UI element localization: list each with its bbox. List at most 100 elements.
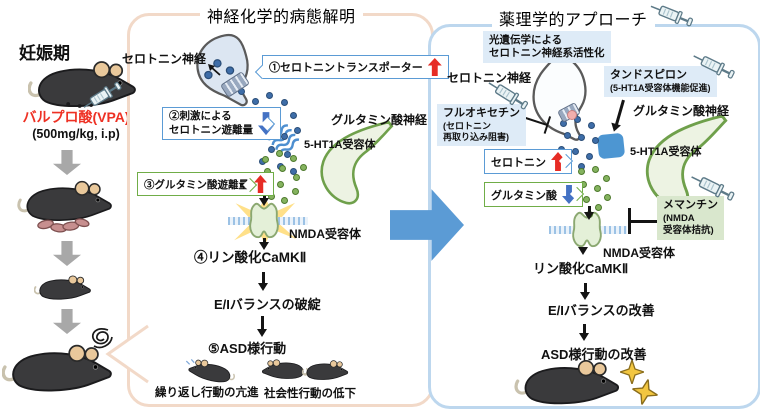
neurotransmitter-dot	[277, 181, 284, 188]
neurotransmitter-dot	[284, 151, 291, 158]
neurotransmitter-dot	[574, 116, 581, 123]
tandospirone-name: タンドスピロン	[610, 69, 687, 81]
camk2-label: リン酸化CaMKⅡ	[533, 261, 629, 276]
glutamate-neuron-icon	[320, 120, 394, 205]
mother-with-pups-icon	[17, 180, 113, 233]
fluoxetine-desc1: (セロトニン	[443, 120, 491, 131]
neurotransmitter-dot	[290, 155, 297, 162]
neurotransmitter-dot	[262, 156, 269, 163]
neurotransmitter-dot	[588, 122, 595, 129]
vpa-adult-mouse-icon	[2, 343, 113, 393]
inhibition-tbar-icon	[630, 220, 657, 223]
flow-arrow-icon	[261, 316, 264, 334]
flow-arrow-icon	[584, 283, 587, 297]
finding3-box: ③グルタミン酸遊離量	[137, 172, 274, 196]
neurotransmitter-dot	[293, 174, 300, 181]
neurotransmitter-dot	[266, 92, 273, 99]
camk2-label: ④リン酸化CaMKⅡ	[194, 250, 307, 265]
serotonin-neuron-label: セロトニン神経	[122, 52, 207, 66]
neurotransmitter-dot	[604, 194, 611, 201]
optogenetics-line2: セロトニン神経系活性化	[489, 47, 605, 60]
neurotransmitter-dot	[281, 197, 288, 204]
right-panel-title: 薬理学的アプローチ	[492, 6, 655, 30]
asd-behavior-label: ⑤ASD様行動	[208, 341, 287, 356]
ht1a-receptor-label: 5-HT1A受容体	[304, 139, 376, 151]
repetitive-behavior-label: 繰り返し行動の亢進	[155, 387, 259, 399]
fluoxetine-name: フルオキセチン	[443, 107, 520, 119]
finding1-label: ①セロトニントランスポーター	[269, 62, 423, 74]
glutamate-level-label: グルタミン酸	[491, 189, 557, 202]
flow-arrow-icon	[582, 247, 585, 252]
fluoxetine-box: フルオキセチン (セロトニン 再取り込み阻害)	[437, 104, 526, 147]
neurotransmitter-dot	[603, 175, 610, 182]
ei-balance-label: E/Iバランスの破綻	[214, 297, 321, 312]
nmda-receptor-label: NMDA受容体	[289, 227, 361, 241]
blocked-transporter-dot	[567, 110, 577, 120]
flow-arrow-icon	[263, 238, 266, 247]
ei-balance-label: E/Iバランスの改善	[548, 303, 655, 318]
social-mice-icon	[261, 358, 349, 381]
neurotransmitter-dot	[252, 98, 259, 105]
reuptake-arrow-icon	[208, 64, 221, 76]
neurotransmitter-dot	[564, 132, 571, 139]
flow-arrow-icon	[262, 272, 265, 288]
juvenile-mouse-icon	[34, 275, 92, 301]
inhibition-tbar-icon	[628, 208, 631, 234]
grooming-mouse-icon	[185, 356, 237, 386]
flow-arrow-icon	[263, 192, 266, 203]
ht1a-receptor-label: 5-HT1A受容体	[630, 146, 702, 158]
stage-label: 妊娠期	[19, 44, 70, 63]
neurotransmitter-dot	[290, 112, 297, 119]
neurotransmitter-dot	[281, 133, 288, 140]
neurotransmitter-dot	[586, 153, 593, 160]
neurotransmitter-dot	[578, 134, 585, 141]
memantine-desc2: 受容体拮抗)	[663, 224, 714, 236]
ht1a-receptor-icon	[596, 132, 626, 160]
neurotransmitter-dot	[583, 196, 590, 203]
flow-arrow-icon	[583, 324, 586, 338]
fluoxetine-desc2: 再取り込み阻害)	[443, 132, 509, 142]
neurotransmitter-dot	[281, 99, 288, 106]
neurotransmitter-dot	[572, 148, 579, 155]
recovered-mouse-icon	[514, 359, 620, 405]
finding3-label: ③グルタミン酸遊離量	[144, 178, 249, 191]
optogenetics-line1: 光遺伝学による	[489, 34, 563, 46]
memantine-desc1: (NMDA	[663, 212, 695, 224]
neurotransmitter-dot	[268, 146, 275, 153]
left-panel-title: 神経化学的病態解明	[200, 3, 363, 27]
neurotransmitter-dot	[595, 204, 602, 211]
neurotransmitter-dot	[594, 185, 601, 192]
neurotransmitter-dot	[300, 164, 307, 171]
timeline-arrow-icon	[53, 309, 81, 334]
serotonin-neuron-label: セロトニン神経	[447, 71, 532, 85]
panel-callout-tail	[105, 324, 149, 384]
neurotransmitter-dot	[592, 137, 599, 144]
tandospirone-desc: (5-HT1A受容体機能促進)	[610, 82, 711, 93]
neurotransmitter-dot	[578, 168, 585, 175]
flow-arrow-icon	[588, 206, 591, 217]
neurotransmitter-dot	[592, 166, 599, 173]
finding2-line2: セロトニン遊離量	[169, 123, 253, 136]
memantine-box: メマンチン (NMDA 受容体拮抗)	[657, 196, 724, 240]
glutamate-neuron-label: グルタミン酸神経	[633, 104, 730, 118]
distress-scribble-icon	[91, 328, 113, 349]
neurotransmitter-dot	[276, 150, 283, 157]
asd-outcome-label: ASD様行動の改善	[541, 347, 647, 362]
drug-dose: (500mg/kg, i.p)	[32, 127, 120, 141]
social-behavior-label: 社会性行動の低下	[264, 388, 356, 400]
serotonin-level-label: セロトニン	[491, 156, 546, 169]
neurotransmitter-dot	[279, 165, 286, 172]
memantine-name: メマンチン	[663, 199, 718, 211]
finding1-box: ①セロトニントランスポーター	[262, 55, 449, 79]
glutamate-level-box: グルタミン酸	[484, 182, 583, 207]
tandospirone-box: タンドスピロン (5-HT1A受容体機能促進)	[604, 66, 717, 97]
optogenetics-box: 光遺伝学による セロトニン神経系活性化	[483, 31, 611, 64]
finding2-line1: ②刺激による	[169, 110, 232, 122]
timeline-arrow-icon	[53, 150, 81, 175]
timeline-arrow-icon	[53, 241, 81, 266]
neurotransmitter-dot	[294, 127, 301, 134]
drug-name: バルプロ酸(VPA)	[22, 109, 130, 125]
increase-arrow-icon	[427, 58, 442, 76]
glutamate-neuron-label: グルタミン酸神経	[331, 113, 428, 127]
